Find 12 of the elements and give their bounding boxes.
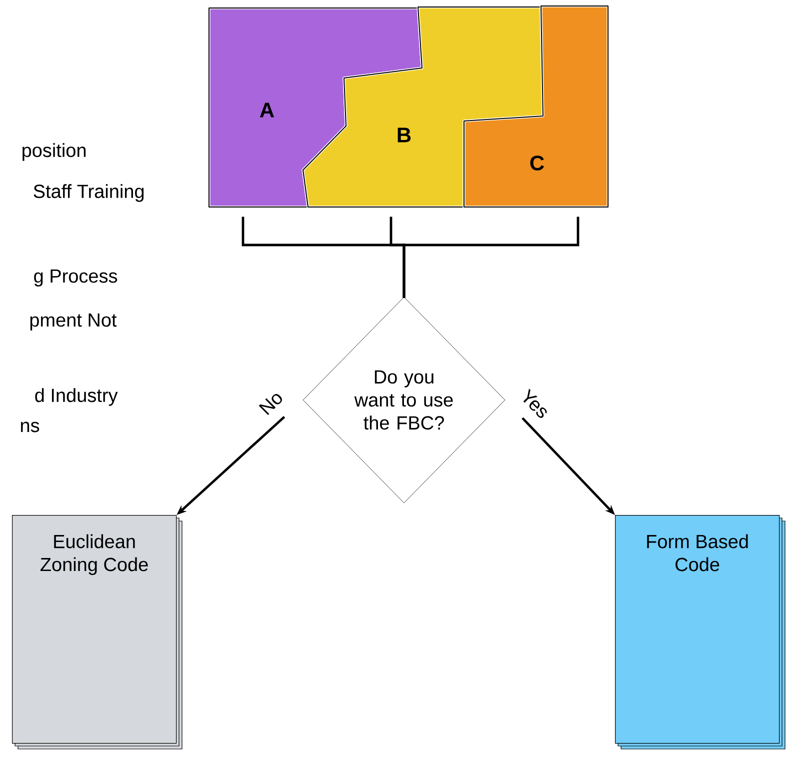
edge-label: Yes	[518, 386, 552, 422]
text-fragment: d Industry	[35, 388, 118, 406]
document-stack: Form Based Code	[615, 515, 786, 750]
text-fragment: pment Not	[30, 314, 117, 330]
text-fragment: ns	[21, 422, 40, 432]
bracket-connector	[402, 216, 580, 298]
text-fragment: Staff Training	[34, 184, 144, 202]
text-fragment: position	[22, 143, 86, 161]
document-stack: Euclidean Zoning Code	[12, 515, 182, 750]
text-fragment: g Process	[34, 270, 118, 286]
map-region: C	[462, 4, 610, 208]
edge-label: No	[256, 388, 286, 418]
